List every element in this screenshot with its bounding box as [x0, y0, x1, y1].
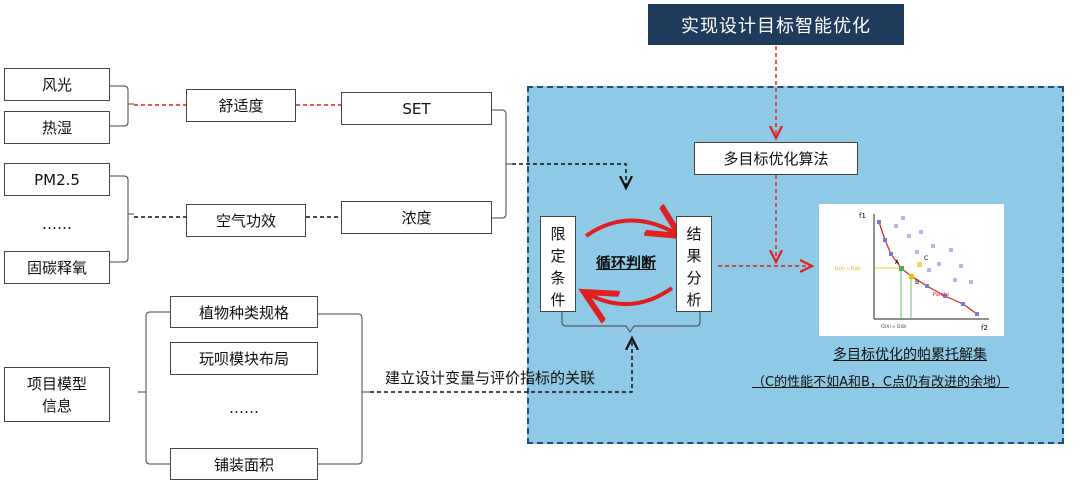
- comfort-box: 舒适度: [186, 89, 296, 122]
- pareto-chart: f1 f2 A B C Pareto f1(A) < f1(B) f2(A: [819, 204, 1004, 336]
- link-label: 建立设计变量与评价指标的关联: [385, 369, 596, 387]
- concentration-box: 浓度: [341, 201, 492, 234]
- pareto-point-c: C: [924, 255, 928, 262]
- input-carbon-oxygen: 固碳释氧: [4, 251, 110, 284]
- loop-label: 循环判断: [596, 254, 657, 272]
- pareto-note: （C的性能不如A和B，C点仍有改进的余地）: [752, 375, 1009, 390]
- pareto-fa-label: f1(A) < f1(B): [835, 266, 861, 271]
- pareto-point-a: A: [895, 259, 900, 266]
- title-banner: 实现设计目标智能优化: [648, 4, 904, 45]
- set-box: SET: [341, 92, 492, 125]
- pareto-x-label: f2: [981, 324, 988, 332]
- plant-box: 植物种类规格: [170, 296, 318, 328]
- constraint-box: 限定条件: [540, 216, 576, 312]
- input-heat-humidity: 热湿: [4, 111, 110, 144]
- pareto-point-b: B: [915, 279, 919, 286]
- pareto-curve-label: Pareto: [933, 292, 949, 298]
- algorithm-box: 多目标优化算法: [694, 142, 858, 175]
- play-layout-box: 玩呗模块布局: [170, 342, 318, 375]
- air-effect-box: 空气功效: [186, 204, 306, 237]
- input-wind-light: 风光: [4, 68, 110, 101]
- project-ellipsis: ……: [229, 399, 259, 417]
- project-info-box: 项目模型信息: [4, 367, 110, 422]
- pareto-caption: 多目标优化的帕累托解集: [833, 347, 987, 363]
- result-box: 结果分析: [676, 216, 712, 312]
- pareto-fb-label: f2(A) > f2(B): [881, 324, 907, 329]
- input-pm25: PM2.5: [4, 163, 110, 196]
- paving-box: 铺装面积: [170, 448, 318, 480]
- pareto-y-label: f1: [859, 212, 866, 220]
- input-ellipsis: ……: [42, 214, 72, 233]
